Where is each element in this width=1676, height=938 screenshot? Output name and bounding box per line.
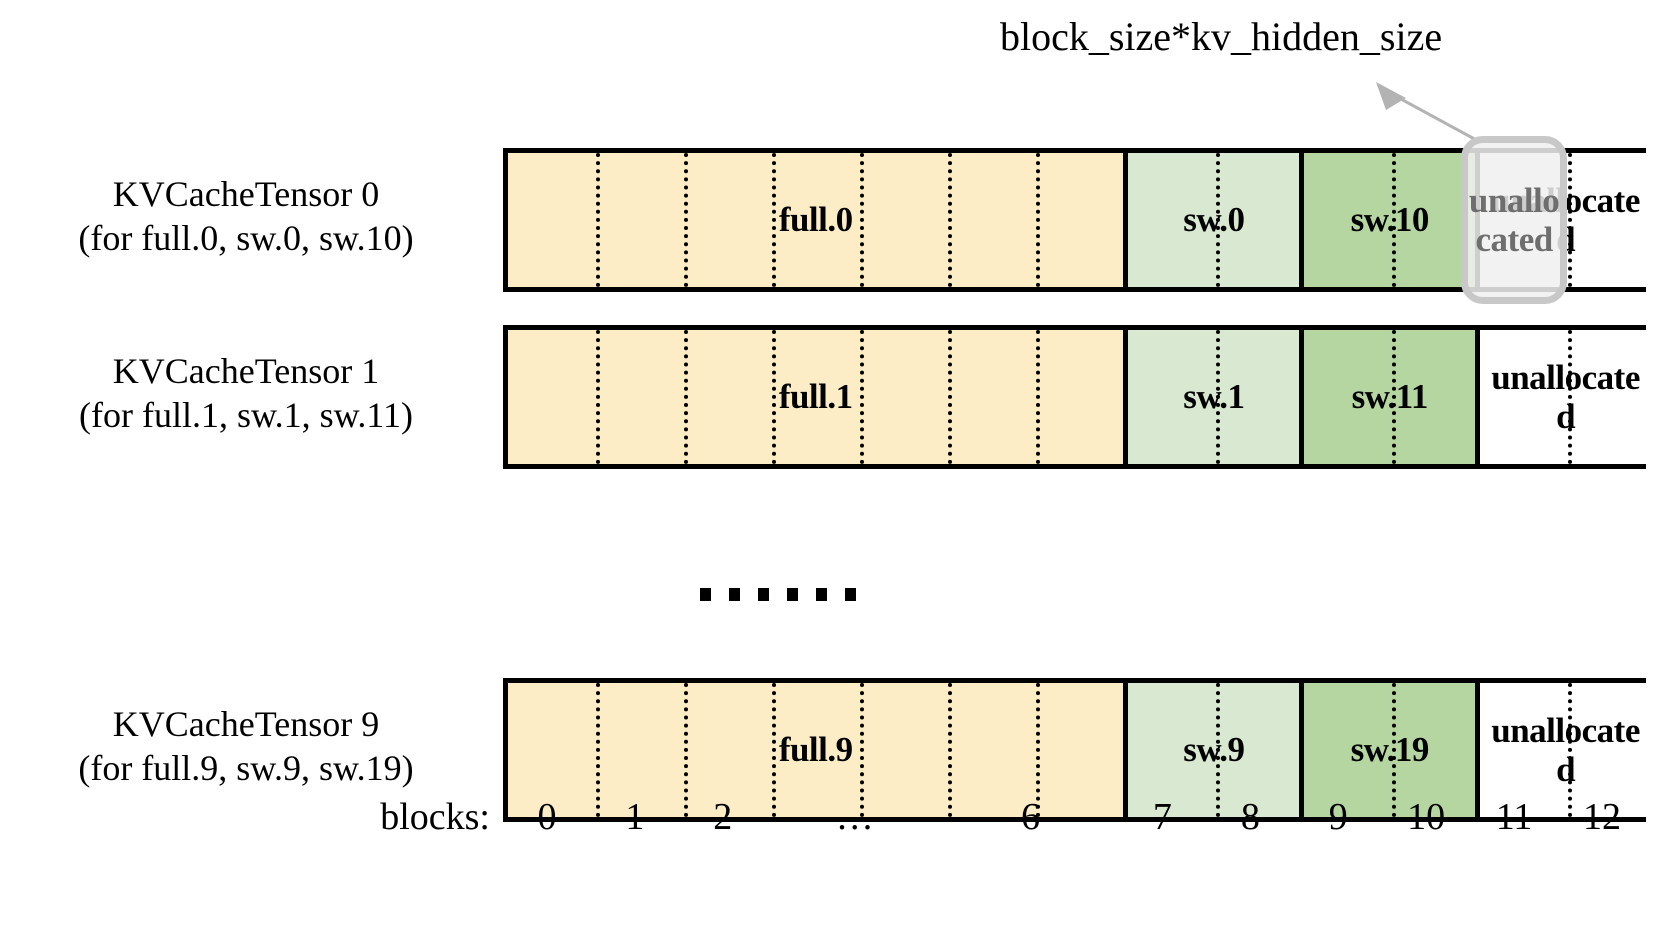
annotation-label: block_size*kv_hidden_size [1000, 14, 1443, 59]
ellipsis-dot [845, 588, 856, 601]
block-divider [683, 330, 688, 464]
block-divider [1392, 683, 1397, 817]
block-divider [859, 330, 864, 464]
block-divider [1568, 683, 1573, 817]
tensor-segment-label: unallocated [1491, 357, 1640, 436]
block-divider [1568, 153, 1573, 287]
tensor-segment-sw-1: sw.1 [1123, 330, 1300, 464]
tensor-segment-sw-9: sw.9 [1123, 683, 1300, 817]
ellipsis-dot [787, 588, 798, 601]
tensor-segment-label: sw.9 [1183, 730, 1245, 770]
tensor-segment-full-0: full.0 [508, 153, 1124, 287]
tensor-segment-sw-10: sw.10 [1299, 153, 1476, 287]
tensor-row-label-subtitle: (for full.0, sw.0, sw.10) [78, 217, 414, 258]
block-tick-9: 9 [1328, 796, 1348, 838]
tensor-segment-sw-19: sw.19 [1299, 683, 1476, 817]
ellipsis-dot [700, 588, 711, 601]
ellipsis-dot [758, 588, 769, 601]
tensor-segment-unallocated: unallocated [1475, 683, 1651, 817]
block-divider [859, 153, 864, 287]
tensor-bar: full.1 sw.1 sw.11 unallocated [503, 325, 1651, 469]
block-tick-6: 6 [1021, 796, 1041, 838]
tensor-segment-label: sw.19 [1350, 730, 1430, 770]
block-divider [771, 330, 776, 464]
block-divider [1568, 330, 1573, 464]
block-divider [771, 153, 776, 287]
ellipsis-dot [729, 588, 740, 601]
block-divider [1216, 683, 1221, 817]
tensor-segment-sw-11: sw.11 [1299, 330, 1476, 464]
tensor-segment-label: sw.10 [1350, 200, 1430, 240]
tensor-segment-full-9: full.9 [508, 683, 1124, 817]
block-tick-1: 1 [625, 796, 645, 838]
block-tick-0: 0 [537, 796, 557, 838]
block-divider [1216, 153, 1221, 287]
block-divider [1216, 330, 1221, 464]
blocks-axis-title: blocks: [380, 796, 490, 838]
tensor-row-label-subtitle: (for full.9, sw.9, sw.19) [78, 747, 414, 788]
tensor-segment-sw-0: sw.0 [1123, 153, 1300, 287]
tensor-segment-label: full.9 [778, 730, 853, 770]
block-divider [595, 683, 600, 817]
tensor-segment-label: full.1 [778, 377, 853, 417]
tensor-segment-label: sw.1 [1183, 377, 1245, 417]
tensor-bar: full.0 sw.0 sw.10 unallocated [503, 148, 1651, 292]
tensor-segment-label: sw.0 [1183, 200, 1245, 240]
tensor-row-label-title: KVCacheTensor 0 [112, 174, 380, 214]
tensor-segment-label: full.0 [778, 200, 853, 240]
vertical-ellipsis [700, 588, 856, 601]
block-divider [947, 153, 952, 287]
tensor-segment-label: sw.11 [1351, 377, 1429, 417]
tensor-row-label: KVCacheTensor 9(for full.9, sw.9, sw.19) [0, 703, 492, 791]
tensor-row-label: KVCacheTensor 1(for full.1, sw.1, sw.11) [0, 350, 492, 438]
block-tick-7: 7 [1152, 796, 1172, 838]
block-divider [683, 683, 688, 817]
block-divider [1035, 330, 1040, 464]
tensor-row-label-subtitle: (for full.1, sw.1, sw.11) [79, 394, 413, 435]
block-tick-ellipsis: … [835, 796, 874, 838]
block-divider [595, 153, 600, 287]
block-divider [1392, 330, 1397, 464]
tensor-segment-unallocated: unallocated [1475, 330, 1651, 464]
block-tick-2: 2 [713, 796, 733, 838]
block-tick-11: 11 [1495, 796, 1533, 838]
block-divider [595, 330, 600, 464]
tensor-segment-full-1: full.1 [508, 330, 1124, 464]
block-divider [859, 683, 864, 817]
block-divider [947, 683, 952, 817]
tensor-row-label-title: KVCacheTensor 9 [112, 704, 380, 744]
block-divider [683, 153, 688, 287]
block-highlight-label: unallocated [1468, 180, 1560, 259]
block-divider [1392, 153, 1397, 287]
block-divider [947, 330, 952, 464]
block-divider [771, 683, 776, 817]
tensor-bar: full.9 sw.9 sw.19 unallocated [503, 678, 1651, 822]
block-divider [1035, 683, 1040, 817]
tensor-row-label: KVCacheTensor 0(for full.0, sw.0, sw.10) [0, 173, 492, 261]
tensor-row-label-title: KVCacheTensor 1 [112, 351, 380, 391]
block-highlight-box: unallocated [1461, 136, 1568, 304]
tensor-segment-label: unallocated [1491, 710, 1640, 789]
block-tick-10: 10 [1407, 796, 1446, 838]
block-tick-8: 8 [1240, 796, 1260, 838]
ellipsis-dot [816, 588, 827, 601]
block-divider [1035, 153, 1040, 287]
block-tick-12: 12 [1583, 796, 1622, 838]
